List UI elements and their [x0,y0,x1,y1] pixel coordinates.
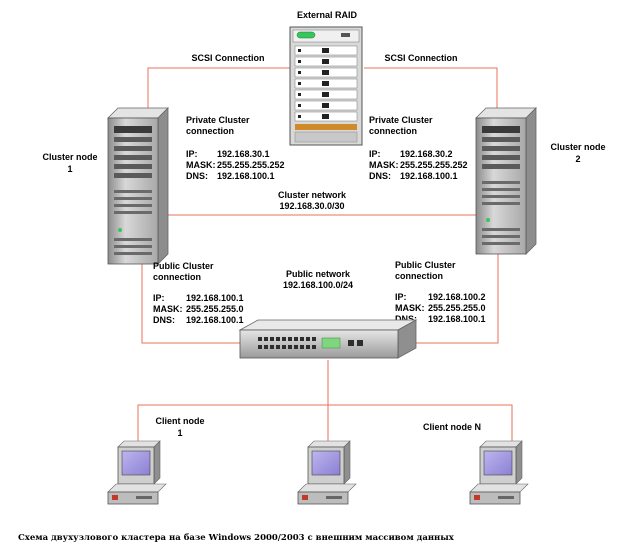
external-raid [289,26,363,146]
private-right-dns-label: DNS: [369,171,391,181]
public-left-title: Public Cluster [153,261,214,271]
scsi-link-right [364,67,498,118]
private-left-dns: 192.168.100.1 [217,171,275,181]
clientN-label: Client node N [423,422,481,432]
node1-number: 1 [67,164,72,174]
public-right-ip: 192.168.100.2 [428,292,486,302]
node1-label: Cluster node [42,152,97,162]
client1-label: Client node [156,416,205,426]
public-connection-right: Public Cluster connection IP: 192.168.10… [395,260,486,324]
public-network-title: Public network [286,269,351,279]
node2-number: 2 [575,154,580,164]
private-left-mask: 255.255.255.252 [217,160,285,170]
public-left-mask: 255.255.255.0 [186,304,244,314]
public-left-mask-label: MASK: [153,304,183,314]
public-left-dns: 192.168.100.1 [186,315,244,325]
client-computer-1 [107,440,167,505]
public-right-subtitle: connection [395,271,443,281]
client-computer-n [469,440,529,505]
private-right-title: Private Cluster [369,115,433,125]
cluster-network-subnet: 192.168.30.0/30 [279,201,344,211]
switch-ports [258,337,316,349]
client-computer-2 [297,440,357,505]
scsi-label-left: SCSI Connection [191,53,264,63]
private-connection-right: Private Cluster connection IP: 192.168.3… [369,115,468,181]
network-switch [238,319,418,359]
scsi-label-right: SCSI Connection [384,53,457,63]
private-right-dns: 192.168.100.1 [400,171,458,181]
public-right-dns-label: DNS: [395,314,417,324]
server-node-1 [107,107,169,265]
client-bus [137,404,513,452]
private-connection-left: Private Cluster connection IP: 192.168.3… [186,115,285,181]
private-right-mask-label: MASK: [369,160,399,170]
public-connection-left: Public Cluster connection IP: 192.168.10… [153,261,244,325]
public-left-ip: 192.168.100.1 [186,293,244,303]
private-right-ip: 192.168.30.2 [400,149,453,159]
private-left-ip: 192.168.30.1 [217,149,270,159]
public-left-ip-label: IP: [153,293,165,303]
public-link-right [405,250,499,344]
private-left-dns-label: DNS: [186,171,208,181]
public-right-ip-label: IP: [395,292,407,302]
cluster-network-title: Cluster network [278,190,347,200]
connection-lines [137,67,513,452]
public-left-subtitle: connection [153,272,201,282]
public-right-mask: 255.255.255.0 [428,303,486,313]
client1-number: 1 [177,428,182,438]
raid-title: External RAID [297,10,358,20]
private-right-ip-label: IP: [369,149,381,159]
public-right-title: Public Cluster [395,260,456,270]
private-right-mask: 255.255.255.252 [400,160,468,170]
private-left-ip-label: IP: [186,149,198,159]
private-left-mask-label: MASK: [186,160,216,170]
public-left-dns-label: DNS: [153,315,175,325]
public-network-subnet: 192.168.100.0/24 [283,280,353,290]
node2-label: Cluster node [550,142,605,152]
scsi-link-left [147,67,290,125]
diagram-caption: Схема двухузлового кластера на базе Wind… [18,532,455,543]
server-node-2 [475,107,537,255]
public-right-dns: 192.168.100.1 [428,314,486,324]
private-right-subtitle: connection [369,126,417,136]
public-link-left [141,258,240,344]
public-right-mask-label: MASK: [395,303,425,313]
private-left-subtitle: connection [186,126,234,136]
private-left-title: Private Cluster [186,115,250,125]
